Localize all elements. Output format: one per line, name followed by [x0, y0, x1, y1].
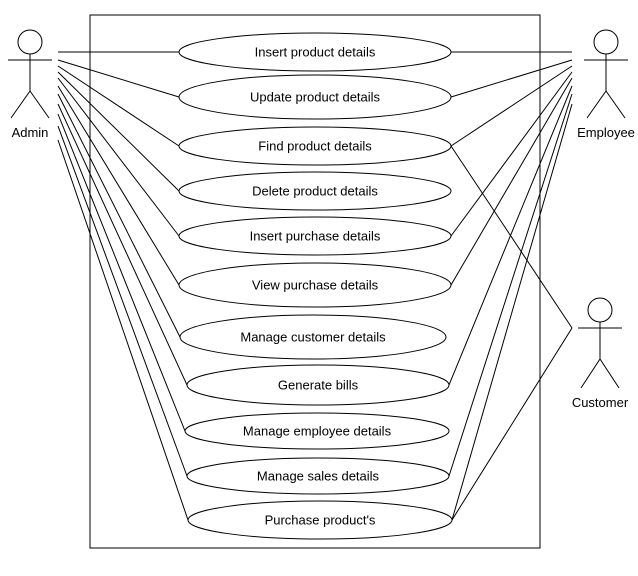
association-line-employee: [450, 77, 573, 286]
actor-label-customer: Customer: [572, 395, 629, 410]
association-line-customer: [451, 327, 573, 521]
association-line-admin: [57, 139, 189, 521]
use-case-generate-bills[interactable]: Generate bills: [186, 364, 450, 406]
association-line-admin: [57, 125, 188, 477]
use-case-label: Purchase product's: [265, 513, 376, 528]
association-line-customer: [450, 145, 573, 329]
use-case-label: Delete product details: [252, 184, 378, 199]
stick-figure-icon: [8, 29, 52, 119]
use-case-manage-customer-details[interactable]: Manage customer details: [179, 314, 447, 360]
use-case-view-purchase-details[interactable]: View purchase details: [178, 262, 452, 308]
use-case-manage-employee-details[interactable]: Manage employee details: [184, 412, 450, 450]
use-case-delete-product-details[interactable]: Delete product details: [178, 171, 452, 211]
use-case-insert-purchase-details[interactable]: Insert purchase details: [178, 216, 452, 256]
use-case-label: Insert product details: [255, 45, 376, 60]
actor-customer[interactable]: Customer: [572, 297, 629, 410]
stick-figure-icon: [578, 297, 622, 389]
use-case-label: Insert purchase details: [250, 229, 381, 244]
association-line-admin: [57, 93, 181, 338]
association-line-employee: [450, 65, 573, 147]
actor-label-employee: Employee: [577, 125, 635, 140]
association-line-admin: [57, 77, 180, 237]
use-case-insert-product-details[interactable]: Insert product details: [178, 32, 452, 72]
use-cases: Insert product details Update product de…: [178, 32, 453, 540]
association-line-employee: [450, 59, 573, 98]
actor-employee[interactable]: Employee: [577, 29, 635, 140]
use-case-purchase-products[interactable]: Purchase product's: [187, 500, 453, 540]
use-case-manage-sales-details[interactable]: Manage sales details: [186, 457, 450, 495]
use-case-update-product-details[interactable]: Update product details: [178, 74, 452, 120]
actor-label-admin: Admin: [12, 125, 49, 140]
association-line-admin: [57, 59, 180, 98]
use-case-label: Find product details: [258, 139, 372, 154]
association-line-admin: [57, 71, 180, 192]
use-case-find-product-details[interactable]: Find product details: [178, 126, 452, 166]
stick-figure-icon: [584, 29, 628, 119]
actor-admin[interactable]: Admin: [8, 29, 52, 140]
association-line-admin: [57, 65, 180, 147]
association-lines: [57, 51, 573, 521]
association-line-employee: [451, 103, 573, 521]
association-line-admin: [57, 85, 180, 286]
association-line-employee: [448, 93, 573, 477]
association-line-admin: [57, 103, 188, 386]
use-case-label: View purchase details: [252, 278, 379, 293]
association-line-employee: [450, 71, 573, 237]
system-boundary: [89, 14, 541, 549]
use-case-label: Generate bills: [278, 378, 359, 393]
use-case-label: Manage customer details: [240, 330, 386, 345]
association-line-admin: [57, 113, 186, 432]
use-case-label: Manage sales details: [257, 469, 380, 484]
use-case-label: Update product details: [250, 90, 381, 105]
use-case-label: Manage employee details: [243, 424, 392, 439]
